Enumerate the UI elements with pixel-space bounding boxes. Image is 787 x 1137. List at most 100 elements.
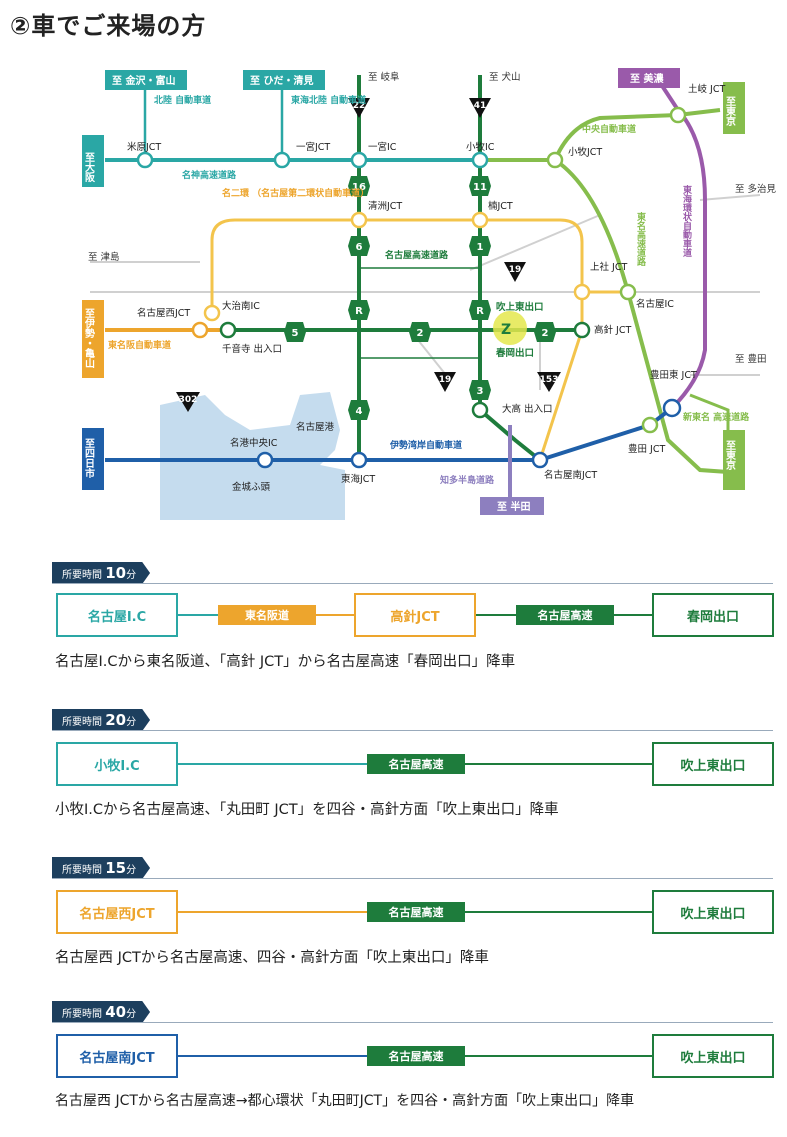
svg-text:R: R	[355, 306, 363, 317]
svg-text:土岐 JCT: 土岐 JCT	[688, 83, 725, 95]
svg-text:知多半島道路: 知多半島道路	[439, 474, 495, 486]
svg-text:至 ひだ・清見: 至 ひだ・清見	[250, 74, 313, 87]
fukiage-exit-marker	[493, 311, 527, 345]
route-panel-1: 所要時間 10分 東名阪道 名古屋高速 名古屋I.C 高針JCT 春岡出口 名古…	[0, 558, 787, 698]
route-shield-6: 6	[348, 236, 370, 256]
svg-text:Z: Z	[501, 322, 511, 338]
start-box: 名古屋I.C	[56, 593, 178, 637]
route-shield-2a: 2	[409, 322, 431, 342]
svg-text:4: 4	[356, 406, 363, 417]
tokai-kanjo-line	[653, 73, 707, 410]
svg-text:11: 11	[473, 182, 487, 193]
national-route-19b: 19	[434, 372, 456, 392]
svg-text:至 岐阜: 至 岐阜	[368, 71, 400, 83]
svg-text:北陸 自動車道: 北陸 自動車道	[154, 94, 211, 106]
svg-text:302: 302	[179, 395, 198, 405]
end-box: 吹上東出口	[652, 890, 774, 934]
divider	[52, 1022, 773, 1023]
end-box: 吹上東出口	[652, 1034, 774, 1078]
route-shield-5: 5	[284, 322, 306, 342]
destination-text: 至 岐阜 至 犬山 至 多治見 至 津島 至 豊田	[88, 71, 777, 365]
time-badge: 所要時間 10分	[52, 562, 151, 584]
route-shield-1: 1	[469, 236, 491, 256]
svg-text:至 津島: 至 津島	[88, 251, 120, 263]
svg-text:16: 16	[352, 182, 366, 193]
svg-text:小牧IC: 小牧IC	[466, 141, 495, 153]
route-shield-R-right: R	[469, 300, 491, 320]
svg-text:名古屋IC: 名古屋IC	[636, 298, 674, 310]
svg-text:一宮IC: 一宮IC	[368, 141, 397, 153]
road-map: Z 16 11 6 1 R R 5 2 2 3 4 22 41 19 19 15…	[82, 68, 777, 520]
end-box: 春岡出口	[652, 593, 774, 637]
svg-text:新東名 高速道路: 新東名 高速道路	[683, 411, 750, 423]
svg-text:41: 41	[474, 101, 487, 111]
isewangan-line	[105, 406, 674, 462]
route-shield-16: 16	[348, 176, 370, 196]
svg-text:至 半田: 至 半田	[497, 500, 530, 513]
time-badge: 所要時間 15分	[52, 857, 151, 879]
svg-text:小牧JCT: 小牧JCT	[568, 146, 602, 158]
svg-text:清洲JCT: 清洲JCT	[368, 200, 402, 212]
start-box: 小牧I.C	[56, 742, 178, 786]
start-box: 名古屋南JCT	[56, 1034, 178, 1078]
svg-text:千音寺 出入口: 千音寺 出入口	[222, 343, 282, 355]
route-description: 名古屋I.Cから東名阪道、「高針 JCT」から名古屋高速「春岡出口」降車	[55, 654, 516, 670]
divider	[52, 583, 773, 584]
route-panel-3: 所要時間 15分 名古屋高速 名古屋西JCT 吹上東出口 名古屋西 JCTから名…	[0, 853, 787, 993]
divider	[52, 730, 773, 731]
svg-text:吹上東出口: 吹上東出口	[496, 301, 544, 313]
divider	[52, 878, 773, 879]
junction-box: 高針JCT	[354, 593, 476, 637]
end-box: 吹上東出口	[652, 742, 774, 786]
svg-text:大治南IC: 大治南IC	[222, 300, 260, 312]
road-tag-nagoya-kosoku: 名古屋高速	[367, 1046, 465, 1066]
svg-text:6: 6	[356, 242, 363, 253]
svg-text:19: 19	[439, 375, 452, 385]
road-tag-nagoya-kosoku: 名古屋高速	[516, 605, 614, 625]
start-box: 名古屋西JCT	[56, 890, 178, 934]
svg-text:至 美濃: 至 美濃	[630, 72, 664, 85]
time-badge: 所要時間 40分	[52, 1001, 151, 1023]
svg-text:豊田東 JCT: 豊田東 JCT	[650, 369, 697, 381]
svg-text:名港中央IC: 名港中央IC	[230, 437, 278, 449]
route-shield-11: 11	[469, 176, 491, 196]
svg-text:1: 1	[477, 242, 484, 253]
svg-text:至 豊田: 至 豊田	[735, 353, 767, 365]
svg-text:至大阪: 至大阪	[83, 152, 95, 183]
svg-text:上社 JCT: 上社 JCT	[590, 261, 627, 273]
svg-text:至 金沢・富山: 至 金沢・富山	[112, 74, 175, 87]
svg-text:楠JCT: 楠JCT	[488, 200, 513, 212]
svg-text:2: 2	[417, 328, 424, 339]
svg-text:名古屋港: 名古屋港	[296, 421, 335, 433]
svg-text:R: R	[476, 306, 484, 317]
route-description: 小牧I.Cから名古屋高速、「丸田町 JCT」を四谷・高針方面「吹上東出口」降車	[55, 802, 559, 818]
national-route-302: 302	[176, 392, 200, 412]
svg-text:至東京: 至東京	[724, 96, 736, 127]
svg-text:伊勢湾岸自動車道: 伊勢湾岸自動車道	[389, 439, 462, 451]
svg-text:金城ふ頭: 金城ふ頭	[232, 481, 271, 493]
destination-boxes: 至 金沢・富山 至 ひだ・清見 至 美濃 至大阪 至東京 至伊勢・亀山 至四日市…	[82, 68, 745, 515]
svg-text:名二環 （名古屋第二環状自動車道）: 名二環 （名古屋第二環状自動車道）	[222, 187, 369, 199]
svg-text:米原JCT: 米原JCT	[127, 141, 161, 153]
svg-text:大高 出入口: 大高 出入口	[502, 403, 553, 415]
svg-text:至伊勢・亀山: 至伊勢・亀山	[83, 308, 96, 369]
route-description: 名古屋西 JCTから名古屋高速→都心環状「丸田町JCT」を四谷・高針方面「吹上東…	[55, 1093, 635, 1109]
svg-text:19: 19	[509, 265, 522, 275]
svg-text:名古屋高速道路: 名古屋高速道路	[385, 249, 449, 261]
junction-markers	[136, 106, 687, 469]
svg-text:2: 2	[542, 328, 549, 339]
national-route-41: 41	[469, 98, 491, 118]
road-name-labels: 北陸 自動車道 東海北陸 自動車道 名神高速道路 名二環 （名古屋第二環状自動車…	[108, 94, 750, 486]
sea-area	[160, 392, 345, 520]
svg-text:3: 3	[477, 386, 484, 397]
route-description: 名古屋西 JCTから名古屋高速、四谷・高針方面「吹上東出口」降車	[55, 950, 489, 966]
svg-text:春岡出口: 春岡出口	[495, 347, 534, 359]
road-tag-nagoya-kosoku: 名古屋高速	[367, 902, 465, 922]
national-route-markers: 22 41 19 19 153 302	[176, 98, 561, 412]
svg-text:至東京: 至東京	[724, 440, 736, 471]
meinikan-line	[210, 218, 584, 461]
svg-text:東海北陸 自動車道: 東海北陸 自動車道	[291, 94, 366, 106]
svg-text:22: 22	[353, 101, 366, 111]
svg-text:一宮JCT: 一宮JCT	[296, 141, 330, 153]
svg-text:高針 JCT: 高針 JCT	[594, 324, 631, 336]
